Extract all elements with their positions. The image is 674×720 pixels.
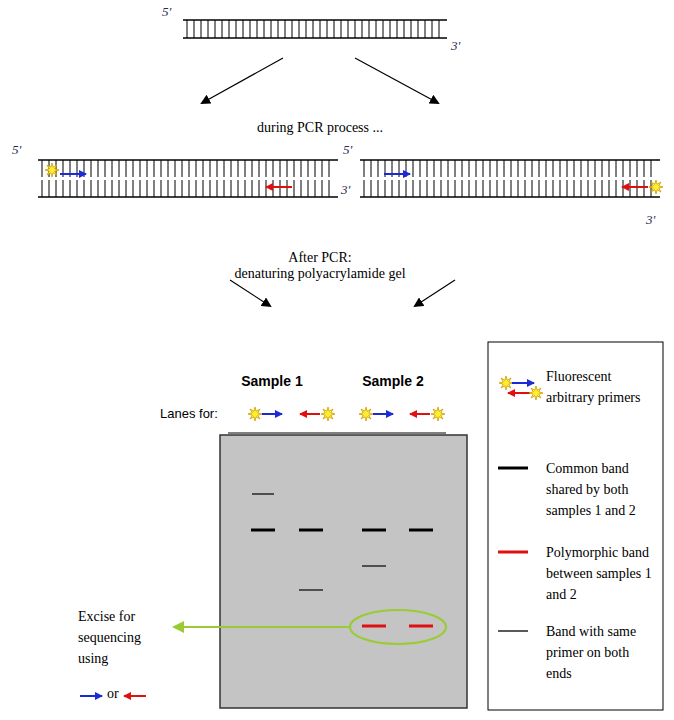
legend-text: Polymorphic band between samples 1 and 2 bbox=[546, 542, 654, 605]
callout-text: Excise for sequencing using bbox=[78, 606, 164, 669]
strand-end: 3' bbox=[646, 212, 655, 228]
strand-end: 3' bbox=[451, 38, 460, 54]
step-label: After PCR: bbox=[288, 250, 351, 266]
step-label: denaturing polyacrylamide gel bbox=[234, 266, 405, 282]
legend-sample bbox=[498, 467, 528, 470]
legend-text: Band with same primer on both ends bbox=[546, 621, 654, 684]
strand-end: 5' bbox=[162, 4, 171, 20]
step-label: during PCR process ... bbox=[257, 120, 383, 136]
legend-sample bbox=[498, 630, 528, 631]
lane-label: Lanes for: bbox=[160, 406, 218, 421]
legend-sample bbox=[512, 382, 534, 384]
legend-text: Fluorescent arbitrary primers bbox=[546, 366, 654, 408]
strand-end: 5' bbox=[343, 142, 352, 158]
legend-sample bbox=[498, 551, 528, 554]
sample-label: Sample 1 bbox=[241, 373, 302, 389]
strand-end: 3' bbox=[341, 182, 350, 198]
legend-text: Common band shared by both samples 1 and… bbox=[546, 458, 654, 521]
legend-sample bbox=[508, 392, 530, 394]
connector-word: or bbox=[107, 686, 119, 702]
sample-label: Sample 2 bbox=[362, 373, 423, 389]
strand-end: 5' bbox=[12, 142, 21, 158]
